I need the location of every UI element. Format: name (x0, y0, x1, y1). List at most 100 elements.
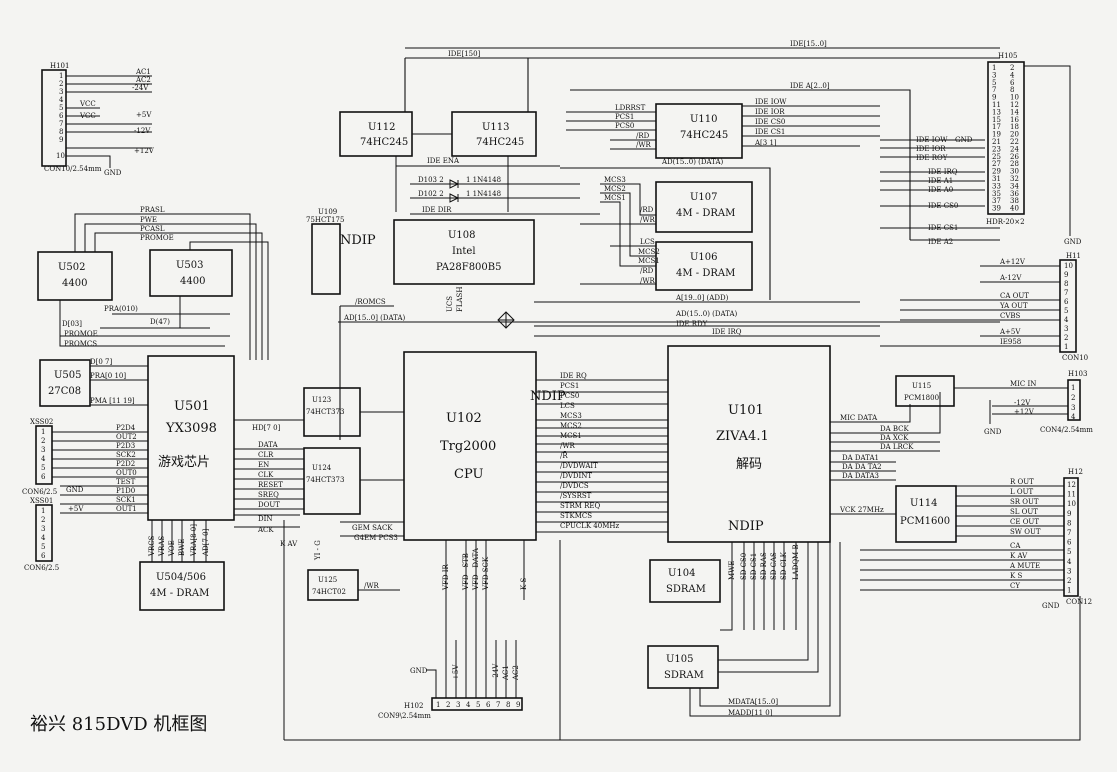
signal-label: G4EM PCS3 (354, 534, 398, 542)
signal-label: +5V (452, 664, 460, 680)
signal-label: PCS0 (615, 122, 634, 130)
signal-label: MCS2 (560, 422, 582, 430)
pin: 18 (1010, 123, 1019, 131)
signal-label: /WR (640, 277, 656, 285)
signal-label: GEM SACK (352, 524, 393, 532)
connector-name: H103 (1068, 370, 1087, 378)
chip-type: 4M - DRAM (676, 268, 735, 279)
signal-label: -12V (134, 127, 151, 135)
signal-label: MIC DATA (840, 414, 878, 422)
chip-name: U504/506 (156, 572, 206, 583)
gnd-label: GND (66, 486, 84, 494)
chip-name: U115 (912, 382, 931, 390)
signal-label: SREQ (258, 491, 279, 499)
signal-label: IDE IRQ (928, 168, 958, 176)
pin: 2 (41, 437, 45, 445)
pin: 5 (41, 464, 45, 472)
bus-label: A[19..0] (ADD) (675, 294, 729, 302)
pin: 1 (59, 72, 63, 80)
connector-caption: CON9\2.54mm (378, 712, 431, 720)
pin: 4 (1064, 316, 1069, 324)
pin: 5 (41, 543, 45, 551)
signal-label: YA OUT (999, 302, 1028, 310)
pin: 6 (1010, 79, 1015, 87)
pin: 12 (1010, 101, 1019, 109)
signal-label: +5V (68, 505, 84, 513)
pin: 5 (1064, 307, 1068, 315)
pin: 8 (1064, 280, 1068, 288)
u501-left-signals: P2D4 OUT2 P2D3 SCK2 P2D2 OUT0 TEST P1D0 … (116, 424, 137, 513)
gnd-label: GND (410, 667, 428, 675)
pin: 30 (1010, 168, 1019, 176)
pin: 5 (992, 79, 996, 87)
diode-label: 1 1N4148 (466, 176, 501, 184)
pin: 4 (1067, 558, 1072, 566)
signal-label: P2D4 (116, 424, 136, 432)
signal-label: DA LRCK (880, 443, 914, 451)
connector-name: H102 (404, 702, 423, 710)
pin: 1 (41, 428, 45, 436)
signal-label: DATA (258, 441, 279, 449)
chip-type: PA28F800B5 (436, 262, 502, 273)
signal-label: PRA[0 10] (90, 372, 126, 380)
pin: 2 (41, 516, 45, 524)
bus-label: IDE[15..0] (790, 40, 827, 48)
pin: 19 (992, 131, 1001, 139)
chip-name: U113 (482, 122, 510, 133)
signal-label: MCS2 (638, 248, 660, 256)
connector-caption: CON6/2.5 (24, 564, 59, 572)
pin: 2 (1071, 394, 1075, 402)
pin: 5 (59, 104, 63, 112)
chip-type: CPU (454, 467, 483, 482)
signal-label: /DVDWAIT (560, 462, 598, 470)
chip-u109: U109 75HCT175 (306, 208, 344, 295)
chip-u112: U112 74HC245 (339, 111, 413, 157)
pin: 16 (1010, 116, 1019, 124)
signal-label: PROMOE (64, 330, 98, 338)
diode-label: 1 1N4148 (466, 190, 501, 198)
chip-u102: U102 Trg2000 CPU (403, 351, 537, 541)
signal-label: PCS0 (560, 392, 579, 400)
chip-name: U105 (666, 654, 694, 665)
signal-label: IDE A2 (928, 238, 953, 246)
chip-type: SDRAM (666, 584, 706, 595)
pin: 25 (992, 153, 1001, 161)
signal-label: GND (955, 136, 973, 144)
signal-label: PCS1 (615, 113, 634, 121)
gnd-label: GND (984, 428, 1002, 436)
signal-label: PCS1 (560, 382, 579, 390)
bus-label: MADD[11 0] (728, 709, 773, 717)
pin: 5 (476, 701, 480, 709)
pin: 27 (992, 160, 1001, 168)
pin: 8 (506, 701, 510, 709)
signal-label: MCS3 (560, 412, 582, 420)
signal-label: LCS (640, 238, 655, 246)
signal-label: IDE CS0 (755, 118, 785, 126)
signal-label: A-12V (999, 274, 1022, 282)
connector-caption: CON6/2.5 (22, 488, 57, 496)
signal-label: SCK2 (116, 451, 136, 459)
pin: 1 (992, 64, 996, 72)
signal-label: DA DATA3 (842, 472, 879, 480)
connector-name: XSS02 (30, 418, 53, 426)
mcs-labels: MCS3 MCS2 MCS1 (604, 176, 626, 202)
bus-label: IDE A[2..0] (790, 82, 830, 90)
pin: 9 (516, 701, 520, 709)
pin: 31 (992, 175, 1001, 183)
signal-label: CVBS (1000, 312, 1021, 320)
signal-label: /RD (640, 267, 654, 275)
pin: 4 (59, 96, 64, 104)
signal-label: MCS1 (638, 257, 660, 265)
signal-label: IDE RDY (676, 320, 708, 328)
pin: 37 (992, 197, 1001, 205)
signal-label: IDE CS1 (755, 128, 785, 136)
chip-name: U112 (368, 122, 396, 133)
signal-label: PCASL (140, 225, 165, 233)
pin: 13 (992, 108, 1001, 116)
signal-label: IDE ENA (427, 157, 460, 165)
signal-label: K AV (280, 540, 298, 548)
chip-type: 74HCT02 (312, 588, 346, 596)
signal-label: DA DA TA2 (842, 463, 882, 471)
chip-name: U501 (174, 399, 210, 414)
